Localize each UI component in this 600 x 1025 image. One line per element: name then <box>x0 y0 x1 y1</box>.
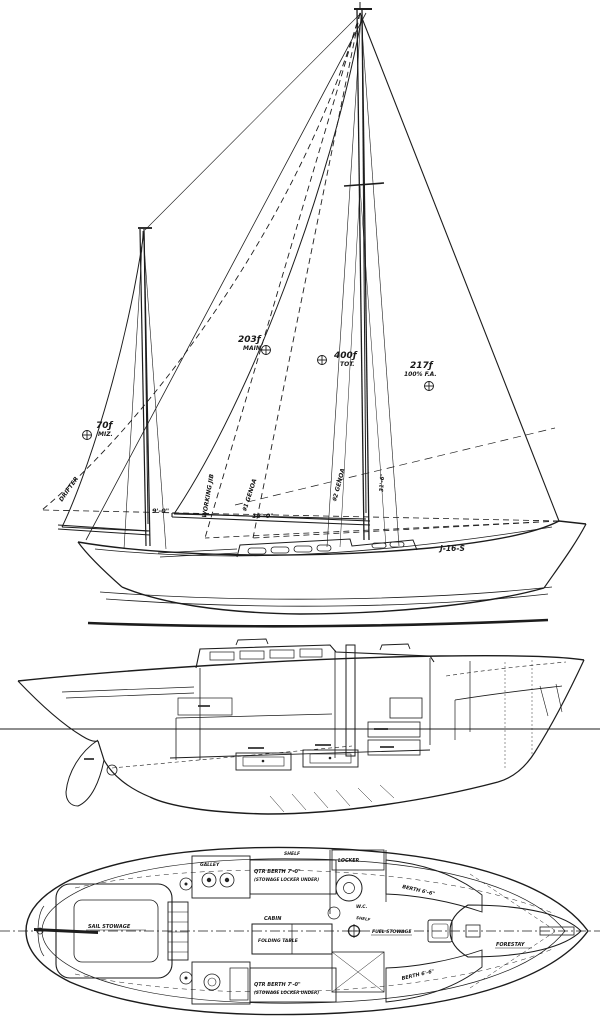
engine <box>389 697 423 719</box>
galley-label: GALLEY <box>200 862 220 868</box>
mizzen-area-label: MIZ. <box>98 431 113 438</box>
shelf-fwd-label: SHELF <box>356 915 371 922</box>
sink-counter <box>191 961 251 1005</box>
standing-rigging <box>85 12 400 550</box>
companionway <box>167 901 189 961</box>
forestay-label: FORESTAY <box>496 942 526 948</box>
main-mast <box>343 2 385 541</box>
qtr-berth-note: (STOWAGE LOCKER UNDER) <box>254 990 319 995</box>
mast-plan-symbol <box>347 924 361 938</box>
prop-shaft <box>111 745 353 769</box>
mast-section <box>345 644 356 757</box>
ballast-hatching <box>269 784 395 813</box>
boom-dimension: 9'-0" <box>152 507 169 515</box>
qtr-berth-note: (STOWAGE LOCKER UNDER) <box>254 877 319 882</box>
wc-toilet <box>335 874 363 902</box>
hanging-locker <box>331 951 385 993</box>
deckplan-view: SAIL STOWAGE GALLEY <box>0 846 600 1016</box>
genoa2-label: #2 GENOA <box>331 467 347 502</box>
design-number: J-16-S <box>438 544 465 553</box>
vberth-port <box>385 859 483 913</box>
anchor-roller <box>539 926 575 936</box>
forestay <box>359 12 560 522</box>
hull-profile <box>77 520 587 628</box>
stove-burner <box>219 872 235 888</box>
mizzen-sail <box>61 231 149 532</box>
mizzen-area-value: 70ƒ <box>96 421 114 431</box>
qtr-berth-label: QTR BERTH 7'-0" <box>254 982 301 988</box>
waterline-shadow <box>87 618 549 628</box>
tiny-label-marks <box>84 705 394 760</box>
hoist-dimension: 31'-6" <box>379 473 386 492</box>
headsails <box>41 12 560 539</box>
rudder-head <box>36 927 44 935</box>
basin <box>327 906 341 920</box>
spreader <box>343 182 385 187</box>
j-dimension: 13'-0" <box>252 512 274 520</box>
berth-fwd-label: BERTH 6'-6" <box>401 969 435 982</box>
vberth-stbd <box>385 949 483 1003</box>
bow-pulpit <box>449 904 582 958</box>
foretriangle-area-value: 217ƒ <box>410 361 434 371</box>
locker-label: LOCKER <box>338 858 359 864</box>
genoa1-label: #1 GENOA <box>241 478 258 513</box>
icebox <box>229 967 249 1001</box>
cabin-label: CABIN <box>264 916 282 922</box>
stove-burner <box>201 872 217 888</box>
mainsail <box>173 15 367 520</box>
total-area-value: 400ƒ <box>333 351 358 361</box>
drifter-label: DRIFTER <box>58 475 80 503</box>
folding-table-label: FOLDING TABLE <box>258 938 299 944</box>
fore-hatch <box>427 919 453 943</box>
cockpit-label: SAIL STOWAGE <box>88 924 131 930</box>
fuel-label: FUEL STOWAGE <box>372 929 412 935</box>
sailplan-view: 203ƒ MAIN. 400ƒ TOT. 217ƒ 100% F.A. 70ƒ … <box>41 2 587 628</box>
main-area-value: 203ƒ <box>238 335 262 345</box>
total-area-label: TOT. <box>340 361 355 368</box>
propeller <box>106 764 118 776</box>
profile-view <box>0 638 600 815</box>
rudder <box>65 739 105 807</box>
working-jib-label: WORKING JIB <box>201 473 216 518</box>
sail-cg-markers <box>82 345 434 440</box>
main-area-label: MAIN. <box>243 345 263 352</box>
stem-fitting <box>465 924 481 938</box>
foretriangle-area-label: 100% F.A. <box>404 371 437 378</box>
quarter-berth-stbd <box>249 967 337 1003</box>
cockpit <box>34 883 173 979</box>
drawers <box>235 749 359 771</box>
wc-label: W.C. <box>356 904 368 910</box>
sink <box>203 973 221 991</box>
qtr-berth-label: QTR BERTH 7'-0" <box>254 869 301 875</box>
quarter-berth-port <box>249 859 337 895</box>
tiller <box>34 928 98 934</box>
shelf-label: SHELF <box>284 851 301 857</box>
locker <box>331 849 385 871</box>
